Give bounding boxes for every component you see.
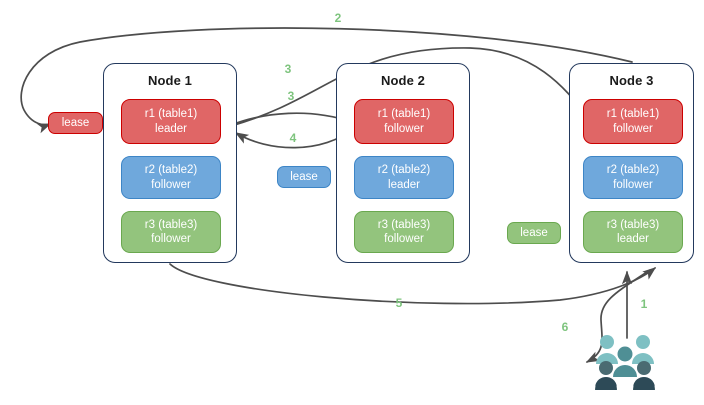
replica-node1-r3[interactable]: r3 (table3) follower xyxy=(121,211,221,253)
replica-role: follower xyxy=(384,122,424,135)
replica-name: r3 (table3) xyxy=(606,218,660,231)
replica-name: r1 (table1) xyxy=(606,108,660,120)
node-title-3: Node 3 xyxy=(609,73,654,88)
step-label-5: 5 xyxy=(395,296,403,310)
replica-node2-r1[interactable]: r1 (table1) follower xyxy=(354,99,454,144)
step-label-6: 6 xyxy=(561,320,569,334)
replica-name: r2 (table2) xyxy=(377,164,431,176)
replica-node2-r2[interactable]: r2 (table2) leader xyxy=(354,156,454,199)
replica-node1-r1[interactable]: r1 (table1) leader xyxy=(121,99,221,144)
replica-node3-r2[interactable]: r2 (table2) follower xyxy=(583,156,683,199)
replica-role: follower xyxy=(613,178,653,191)
replica-name: r3 (table3) xyxy=(377,218,431,231)
node-title-1: Node 1 xyxy=(148,73,192,88)
replica-role: follower xyxy=(613,122,653,135)
replica-node3-r1[interactable]: r1 (table1) follower xyxy=(583,99,683,144)
lease-label: lease xyxy=(520,227,548,239)
users-icon xyxy=(595,335,655,390)
replica-node3-r3[interactable]: r3 (table3) leader xyxy=(583,211,683,253)
replica-name: r1 (table1) xyxy=(144,108,198,120)
step-label-3-node3: 3 xyxy=(284,62,292,76)
node-box-1[interactable]: Node 1 r1 (table1) leader r2 (table2) fo… xyxy=(103,63,237,263)
node-title-2: Node 2 xyxy=(381,73,425,88)
replica-role: leader xyxy=(155,122,187,135)
replica-name: r2 (table2) xyxy=(606,164,660,176)
step-label-3-node2: 3 xyxy=(287,89,295,103)
node-box-3[interactable]: Node 3 r1 (table1) follower r2 (table2) … xyxy=(569,63,694,263)
replica-role: leader xyxy=(617,233,649,245)
replica-role: follower xyxy=(151,178,191,191)
replica-role: leader xyxy=(388,178,420,191)
edge-step-3-to-node2 xyxy=(230,112,354,126)
lease-label: lease xyxy=(61,117,90,129)
lease-badge-green[interactable]: lease xyxy=(507,222,561,244)
step-label-4: 4 xyxy=(289,131,297,145)
lease-label: lease xyxy=(290,171,318,183)
replica-node2-r3[interactable]: r3 (table3) follower xyxy=(354,211,454,253)
step-label-1: 1 xyxy=(640,297,648,311)
replica-name: r3 (table3) xyxy=(144,218,198,231)
edge-step-5 xyxy=(169,263,657,305)
node-box-2[interactable]: Node 2 r1 (table1) follower r2 (table2) … xyxy=(336,63,470,263)
replica-role: follower xyxy=(151,233,191,245)
replica-node1-r2[interactable]: r2 (table2) follower xyxy=(121,156,221,199)
lease-badge-blue[interactable]: lease xyxy=(277,166,331,188)
replica-name: r1 (table1) xyxy=(377,108,431,120)
replica-role: follower xyxy=(384,233,424,245)
lease-badge-red[interactable]: lease xyxy=(48,112,103,134)
replica-name: r2 (table2) xyxy=(144,164,198,176)
step-label-2: 2 xyxy=(334,11,342,25)
